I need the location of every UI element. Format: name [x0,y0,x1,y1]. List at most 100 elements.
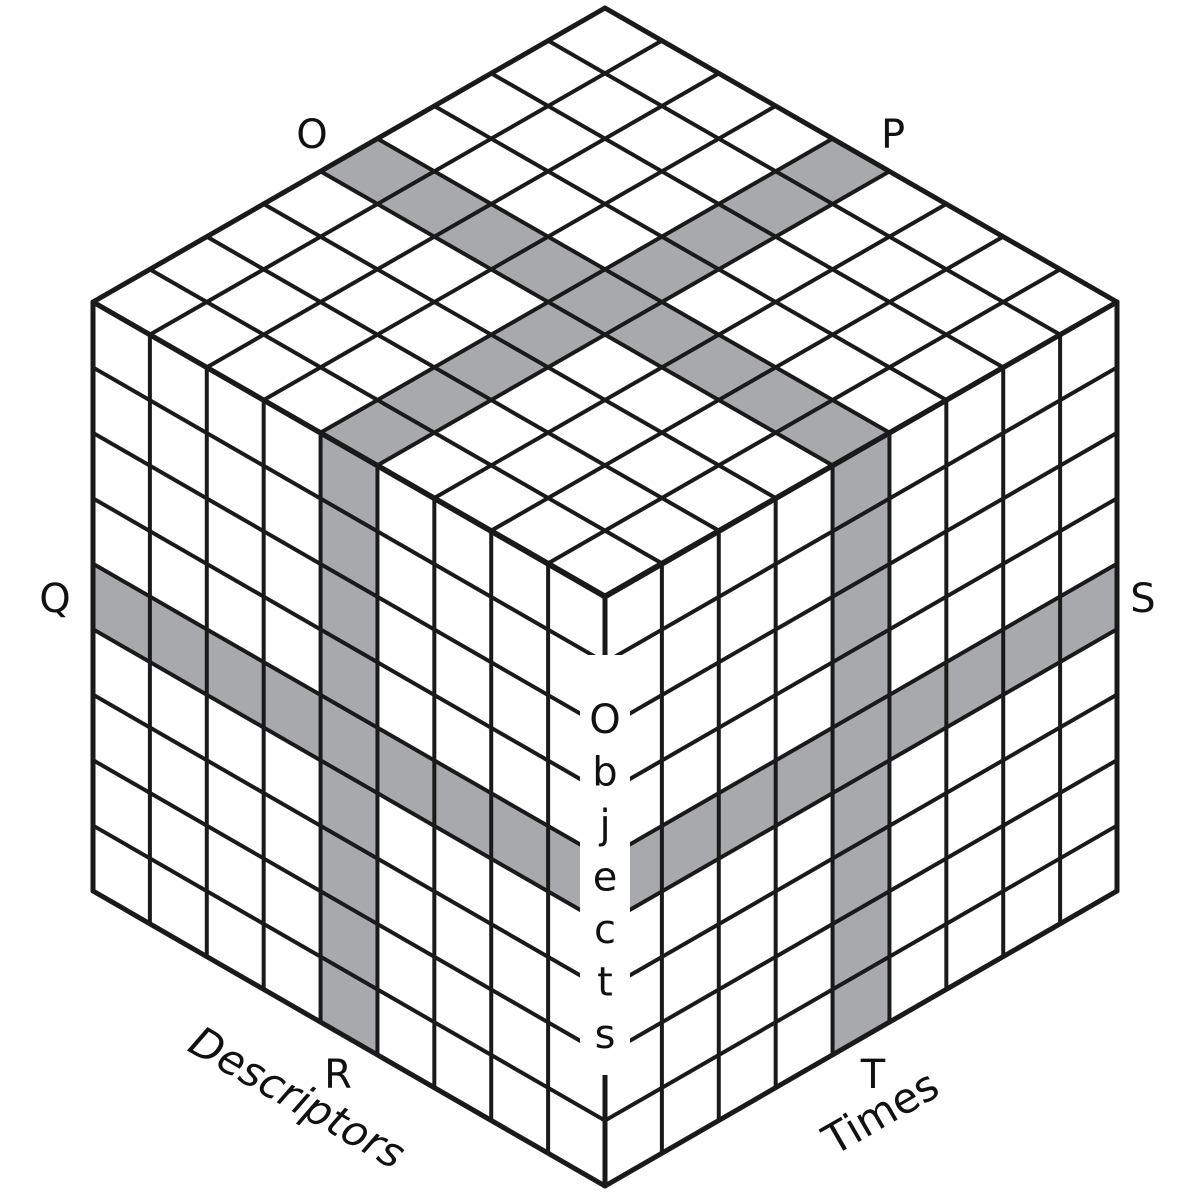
right-face-cell [946,433,1004,532]
left-face-cell [548,1022,605,1121]
top-face-grid-line [546,267,1063,566]
top-face-grid-line [318,169,835,468]
left-face-cell [263,465,321,564]
left-face-cell [263,793,321,892]
top-face-grid-line [147,267,664,566]
left-face-cell [263,858,321,957]
right-face-cell [661,662,719,761]
left-face-grid-line [90,888,608,1189]
right-face-cell [1003,727,1061,826]
right-face-cell [889,400,947,499]
top-face-grid-line [489,71,1006,370]
left-face-cell [377,924,435,1023]
top-face-grid-line [204,234,721,533]
left-face-highlighted-cell [206,629,264,728]
right-face-grid-line [603,430,1119,730]
right-face-cell [775,531,833,630]
left-face-grid-line [91,823,607,1123]
left-face-cell [93,498,150,597]
right-face-highlighted-cell [832,760,890,859]
left-face-grid-line [91,692,607,992]
left-face-grid-line [91,365,607,665]
right-face-cell [1060,367,1117,466]
right-face-highlighted-cell [832,629,890,728]
left-face-cell [491,727,549,826]
right-face-highlighted-cell [832,825,890,924]
left-face-grid-line [91,430,607,730]
right-face-cell [661,1055,719,1154]
right-face-grid-line [603,758,1119,1058]
left-face-cell [377,465,435,565]
right-face-cell [718,825,776,925]
right-face-grid-line [603,627,1119,927]
left-face-cell [93,432,150,532]
top-face-grid-line [261,202,778,500]
objects-letter: s [595,1012,616,1058]
corner-label-q: Q [39,576,70,622]
cube-grid-lines [90,5,1120,1189]
left-face-cell [263,400,321,499]
left-face-highlighted-cell [320,629,378,728]
right-face-cell [946,498,1004,597]
left-face-cell [434,956,492,1055]
objects-letter: O [589,697,620,743]
right-face-cell [1003,662,1061,761]
objects-letter: b [592,750,617,796]
right-face-grid-line [602,299,1120,600]
right-face-highlighted-cell [832,694,890,794]
objects-letter: c [594,907,616,953]
right-face-cell [1060,432,1117,532]
left-face-cell [491,596,549,696]
left-face-grid-line [91,561,607,861]
top-face-grid-line [375,169,892,468]
right-face-grid-line [603,823,1119,1123]
objects-label-background [580,655,630,1075]
top-face-grid-line [602,5,1120,305]
right-face-grid-line [603,692,1119,992]
left-face-grid-line [91,758,607,1058]
left-face-cell [93,302,150,401]
right-face-cell [775,989,833,1088]
left-face-cell [491,662,549,761]
corner-label-s: S [1130,576,1155,622]
top-face-grid-line [489,234,1006,533]
left-face-highlighted-cell [434,760,492,859]
top-face-grid-line [318,136,835,435]
left-face-cell [434,825,492,925]
left-face-cell [434,695,492,794]
left-face-cell [149,792,207,892]
top-face-grid-line [147,38,664,337]
left-face-cell [206,563,264,663]
right-face-cell [661,596,719,696]
left-face-highlighted-cell [320,760,378,859]
right-face-cell [718,891,776,990]
right-face-cell [775,596,833,695]
left-face-grid-line [90,299,608,600]
right-face-cell [946,563,1004,663]
corner-label-o: O [296,112,327,158]
right-face-grid-line [603,561,1119,861]
right-face-cell [605,1087,662,1186]
left-face-highlighted-cell [93,563,150,662]
right-face-cell [889,465,947,564]
right-face-grid-line [602,888,1120,1189]
right-face-cell [1060,302,1117,401]
left-face-grid-line [91,496,607,796]
left-face-cell [93,367,150,466]
left-face-cell [206,694,264,793]
top-face-grid-line [432,202,949,500]
left-face-cell [434,891,492,990]
corner-label-r: R [324,1052,352,1098]
top-face-grid-line [375,136,892,435]
right-face-cell [718,956,776,1055]
left-face-cell [377,989,435,1088]
objects-letter: j [598,802,610,848]
right-face-highlighted-cell [832,564,890,663]
objects-letter: e [593,855,618,901]
corner-label-p: P [881,112,905,158]
left-face-grid-line [91,627,607,927]
right-face-cell [1003,858,1061,957]
left-face-cell [548,1087,605,1186]
